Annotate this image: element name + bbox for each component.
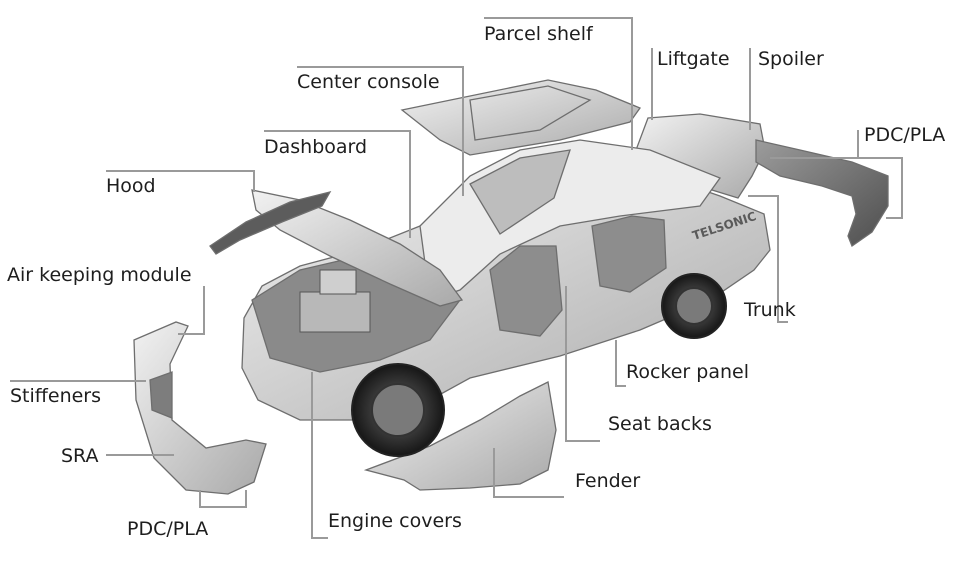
label-hood: Hood [106,175,156,197]
front-wing-strip [209,190,332,255]
label-stiffeners: Stiffeners [10,385,102,407]
label-engine-covers: Engine covers [328,510,462,532]
label-seat-backs: Seat backs [608,413,712,435]
rear-bumper-panel [755,139,889,248]
label-dashboard: Dashboard [264,136,368,158]
label-pdc-pla-rear: PDC/PLA [864,124,946,146]
seat-front [489,245,563,337]
label-fender: Fender [575,470,641,492]
label-liftgate: Liftgate [657,48,730,70]
label-center-console: Center console [297,71,440,93]
label-trunk: Trunk [744,299,796,321]
label-air-keeping-module: Air keeping module [7,264,192,286]
parcel-shelf-panel [400,79,642,156]
label-pdc-pla-front: PDC/PLA [127,518,209,540]
label-spoiler: Spoiler [758,48,824,70]
seat-rear [591,215,667,293]
label-rocker-panel: Rocker panel [626,361,749,383]
fender-panel [363,381,557,491]
hood-panel [251,189,464,307]
label-sra: SRA [61,445,99,467]
front-bumper-panel [133,321,267,495]
leader-lines [10,17,903,539]
label-parcel-shelf: Parcel shelf [484,23,593,45]
